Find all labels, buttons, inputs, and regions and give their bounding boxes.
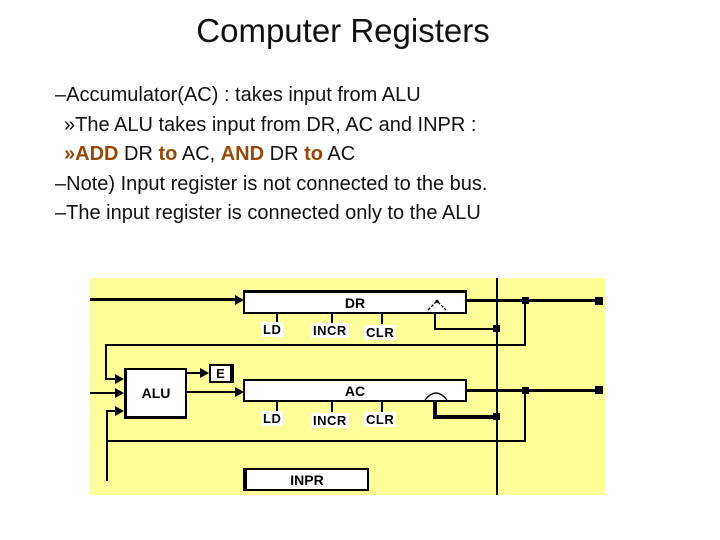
ac-clock-edge-icon [424,392,448,401]
inpr-to-alu-line-vertical [106,410,108,481]
alu-to-ac-line [186,391,237,393]
bullet-text: AC, [177,143,221,166]
bullet-list: –Accumulator(AC) : takes input from ALU … [55,84,675,232]
ac-clr-label: CLR [364,412,397,427]
bullet-marker: – [55,172,67,195]
bullet-line-3: »ADD DR to AC, AND DR to AC [55,143,675,173]
arrowhead-into-ac [235,387,244,397]
dr-clock-line-vertical [434,313,436,329]
alu-to-e-line [186,372,203,374]
slide-title: Computer Registers [196,12,490,49]
ac-output-bus-line [467,389,598,392]
ac-clr-tick [381,402,383,412]
dr-to-alu-line-horizontal [105,344,526,346]
alu-box: ALU [124,368,187,419]
dr-clock-line-horizontal [434,328,496,330]
bullet-text: Note) Input register is not connected to… [66,172,488,195]
ac-clock-line-horizontal [433,415,496,419]
ac-label: AC [344,382,366,399]
ac-ld-label: LD [261,411,284,426]
alu-input3-stub [106,410,117,412]
alu-input1-stub [105,378,117,380]
dr-label: DR [344,294,366,311]
bullet-text: The input register is connected only to … [66,202,481,225]
bus-endpoint-square [595,297,603,305]
bullet-text-emphasis: to [158,143,178,166]
ac-incr-label: INCR [311,413,349,428]
ac-ld-tick [276,402,278,412]
alu-input2-line [90,392,117,394]
ac-incr-tick [331,402,333,412]
bullet-text-emphasis: to [304,143,323,166]
dr-output-bus-line [467,299,598,302]
dr-to-alu-line-vertical-right [524,302,526,346]
bullet-text-emphasis: ADD [75,143,119,166]
dr-clock-edge-icon [427,299,447,311]
dr-ld-label: LD [261,322,284,337]
dr-register-box: DR [243,290,467,314]
bullet-text: AC [322,143,356,166]
bullet-line-4: –Note) Input register is not connected t… [55,173,675,203]
ac-bus-endpoint-square [595,386,603,394]
bullet-text-emphasis: AND [220,143,265,166]
alu-label: ALU [141,385,171,401]
bullet-line-5: –The input register is connected only to… [55,202,675,232]
bullet-marker: – [55,202,67,225]
dr-ld-tick [276,313,278,323]
vertical-bus-line [496,278,498,495]
e-flag-label: E [216,366,225,381]
bullet-text: DR [264,143,305,166]
dr-clr-tick [381,313,383,324]
junction-dot-ac-output [522,387,529,394]
arrowhead-alu-input1 [115,374,124,384]
arrowhead-alu-input3 [115,406,124,416]
bullet-marker: » [64,113,76,136]
junction-dot-ac-clock [493,413,500,420]
ac-register-box: AC [243,379,467,402]
inpr-register-box: INPR [243,468,369,491]
e-flag-box: E [209,364,234,383]
arrowhead-into-e [200,368,209,378]
bullet-marker: – [55,84,67,106]
ac-feedback-line-horizontal [106,440,526,442]
bullet-line-2: »The ALU takes input from DR, AC and INP… [55,114,675,144]
arrowhead-into-dr [235,295,244,305]
bus-line-to-dr [90,298,237,301]
dr-to-alu-line-vertical-left [105,344,107,379]
dr-incr-tick [331,313,333,323]
inpr-label: INPR [290,471,324,488]
bullet-marker: » [64,143,76,166]
bullet-text: Accumulator(AC) : takes input from ALU [66,84,421,106]
bullet-text: The ALU takes input from DR, AC and INPR… [75,113,477,136]
junction-dot-dr-clock [493,325,500,332]
junction-dot-dr-output [522,297,529,304]
ac-feedback-line-vertical [524,390,526,442]
arrowhead-alu-input2 [115,388,124,398]
bullet-line-1: –Accumulator(AC) : takes input from ALU [55,84,675,114]
ac-clock-line-vertical [433,402,437,418]
dr-clr-label: CLR [364,325,397,340]
bullet-text: DR [118,143,159,166]
dr-incr-label: INCR [311,323,349,338]
